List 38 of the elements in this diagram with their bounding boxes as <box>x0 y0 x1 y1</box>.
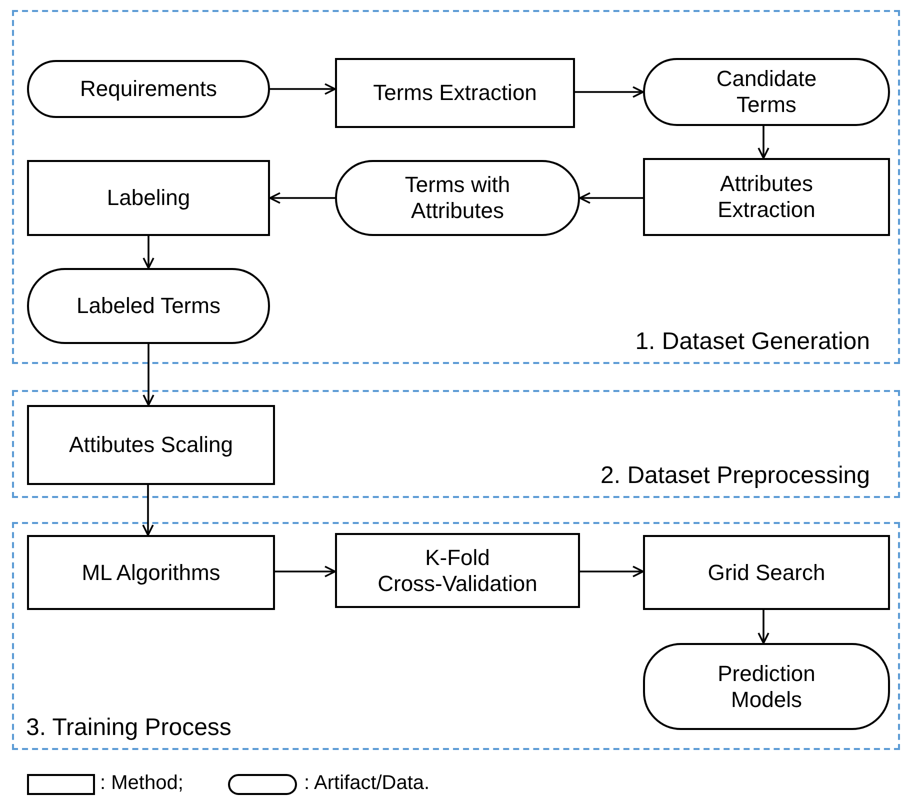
arrow <box>758 610 770 644</box>
stage-panel <box>12 522 900 750</box>
arrow <box>270 83 336 95</box>
legend-text: : Artifact/Data. <box>304 772 430 795</box>
method-box <box>27 535 275 610</box>
node-label: Labeling <box>106 185 190 211</box>
node-label: Prediction Models <box>716 660 816 712</box>
node-label: Attibutes Scaling <box>69 432 233 458</box>
arrow <box>142 485 154 536</box>
method-box <box>643 158 890 236</box>
method-box <box>27 405 275 485</box>
arrow <box>142 236 154 269</box>
arrow <box>142 344 154 406</box>
arrow <box>758 126 770 159</box>
arrow <box>575 86 644 98</box>
arrow <box>275 566 336 578</box>
method-box <box>335 533 580 608</box>
node-label: K-Fold Cross-Validation <box>376 544 538 596</box>
node-label: Labeled Terms <box>76 293 220 319</box>
node-label: Requirements <box>80 76 217 102</box>
method-box <box>643 535 890 610</box>
node-label: Terms with Attributes <box>404 172 512 224</box>
stage-heading: 2. Dataset Preprocessing <box>600 462 870 490</box>
arrow <box>579 192 643 204</box>
stage-heading: 1. Dataset Generation <box>635 328 870 356</box>
arrow <box>580 566 644 578</box>
node-label: Candidate Terms <box>715 66 818 118</box>
stage-panel <box>12 390 900 498</box>
node-label: Grid Search <box>708 560 826 586</box>
method-box <box>27 160 270 236</box>
node-label: Terms Extraction <box>373 80 537 106</box>
method-box <box>335 58 575 128</box>
node-label: ML Algorithms <box>82 560 220 586</box>
stage-panel <box>12 10 900 364</box>
arrow <box>269 192 335 204</box>
stage-heading: 3. Training Process <box>26 714 232 742</box>
legend-text: : Method; <box>100 772 184 795</box>
node-label: Attributes Extraction <box>716 171 816 223</box>
